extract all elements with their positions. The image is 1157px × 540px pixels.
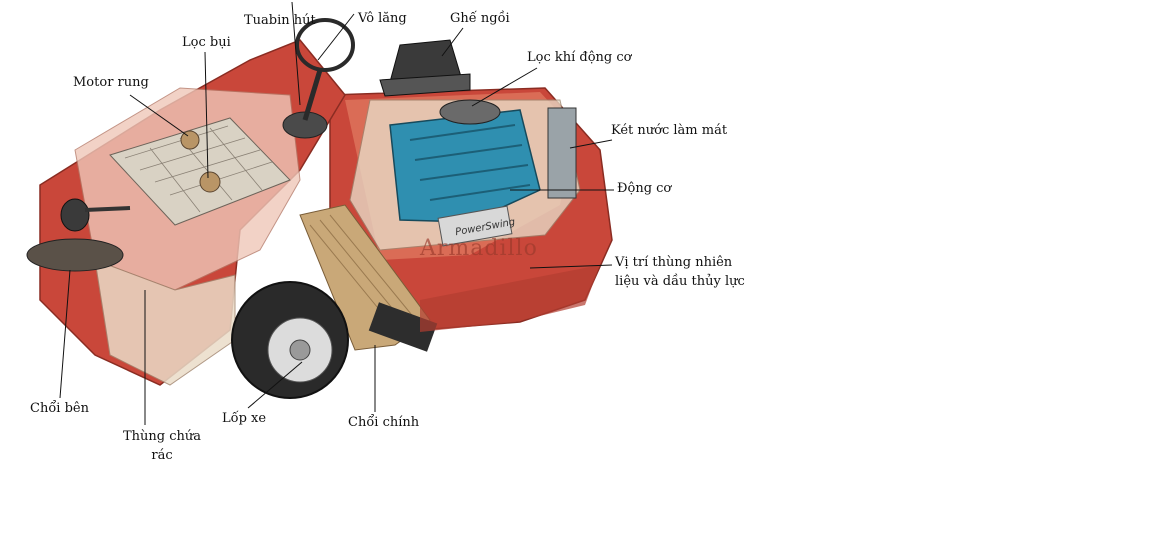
leader-choi-ben [59,269,71,399]
leader-ghe-ngoi [441,27,464,57]
leader-lop-xe [247,361,303,409]
label-choi-chinh: Chổi chính [348,415,420,430]
steering-wheel [295,18,355,72]
leader-loc-bui [204,51,209,179]
side-brush-motor [60,198,90,232]
side-brush [26,238,124,272]
label-motor-rung: Motor rung [73,75,149,90]
label-choi-ben: Chổi bên [30,401,89,416]
label-thung-chua-rac: Thùng chứa rác [122,429,202,463]
label-lop-xe: Lốp xe [222,411,267,426]
label-ghe-ngoi: Ghế ngồi [450,11,510,26]
leader-motor-rung [129,94,189,137]
label-dong-co: Động cơ [617,181,672,196]
brand-watermark: Armadillo [420,236,538,261]
label-ket-nuoc-lam-mat: Két nước làm mát [611,123,728,138]
engine-detail [409,124,531,201]
leader-vo-lang [317,13,355,61]
vibration-motor-2 [199,171,221,193]
steering-column [302,69,323,121]
label-loc-khi-dong-co: Lọc khí động cơ [527,50,632,65]
radiator [547,107,577,199]
leader-vi-tri-thung [529,264,613,269]
label-tuabin-hut: Tuabin hút [244,13,316,28]
leader-lines [59,1,614,425]
vibration-motor [180,130,200,150]
dust-filter-plate [109,117,291,226]
label-vo-lang: Vô lăng [358,11,407,26]
rear-skirt [420,265,600,332]
leader-ket-nuoc [569,139,613,149]
label-vi-tri-thung-nhien-lieu: Vị trí thùng nhiên liệu và dầu thủy lực [615,255,745,289]
leader-loc-khi [471,67,538,107]
seat-base [379,73,471,97]
leader-tuabin-hut [291,1,301,106]
engine-plate [437,205,513,247]
side-brush-arm [84,206,131,212]
label-loc-bui: Lọc bụi [182,35,231,50]
wheel-hub [289,339,311,361]
air-filter [439,99,501,125]
main-brush-cover [368,302,438,352]
